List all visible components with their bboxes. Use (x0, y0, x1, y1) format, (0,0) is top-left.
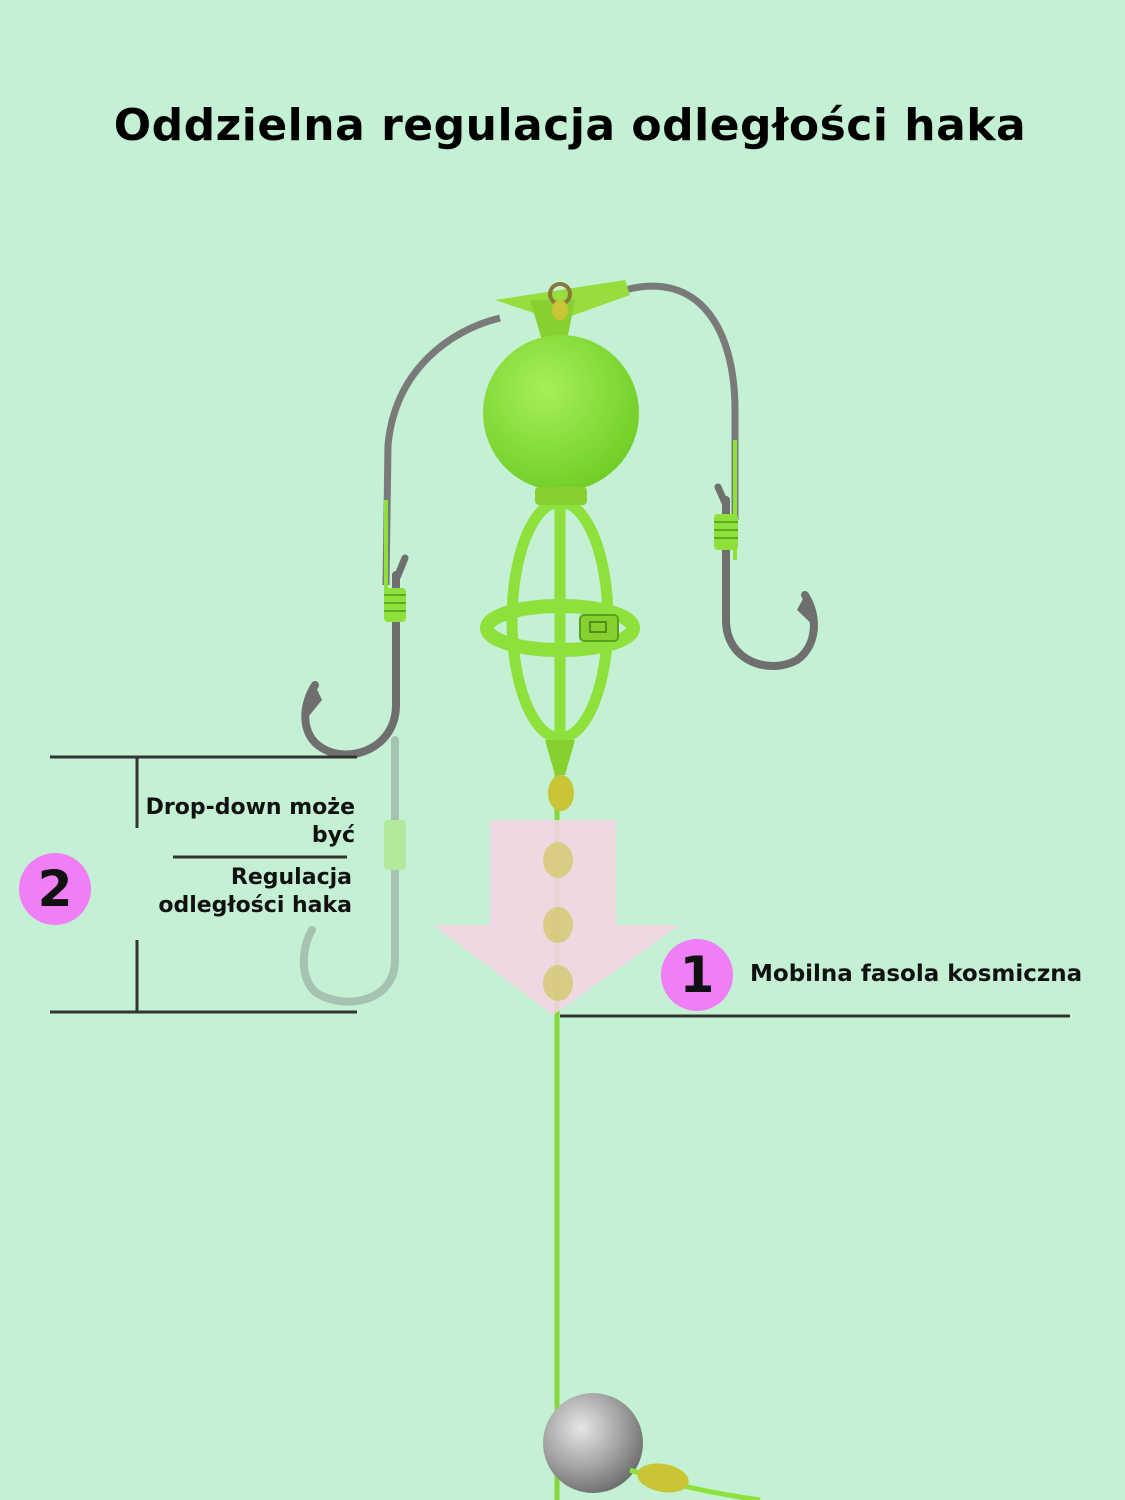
badge-1: 1 (661, 939, 733, 1011)
bait-cage (480, 496, 640, 760)
dropdown-label: Drop-down może być (145, 795, 355, 848)
page-title: Oddzielna regulacja odległości haka (113, 100, 1027, 151)
left-hook (301, 554, 409, 759)
right-arm (624, 282, 739, 520)
sinker (543, 1393, 643, 1493)
ghost-beans (543, 842, 573, 1001)
right-hook (714, 483, 818, 670)
hook-distance-label: Regulacja odległości haka (158, 865, 352, 918)
dimension-bracket (50, 755, 357, 1014)
float-ball (483, 335, 639, 491)
left-arm (382, 314, 501, 586)
badge-2: 2 (19, 853, 91, 925)
space-bean (548, 775, 574, 811)
ghost-hook (299, 736, 406, 1006)
mobile-bean-label: Mobilna fasola kosmiczna (750, 961, 1083, 987)
